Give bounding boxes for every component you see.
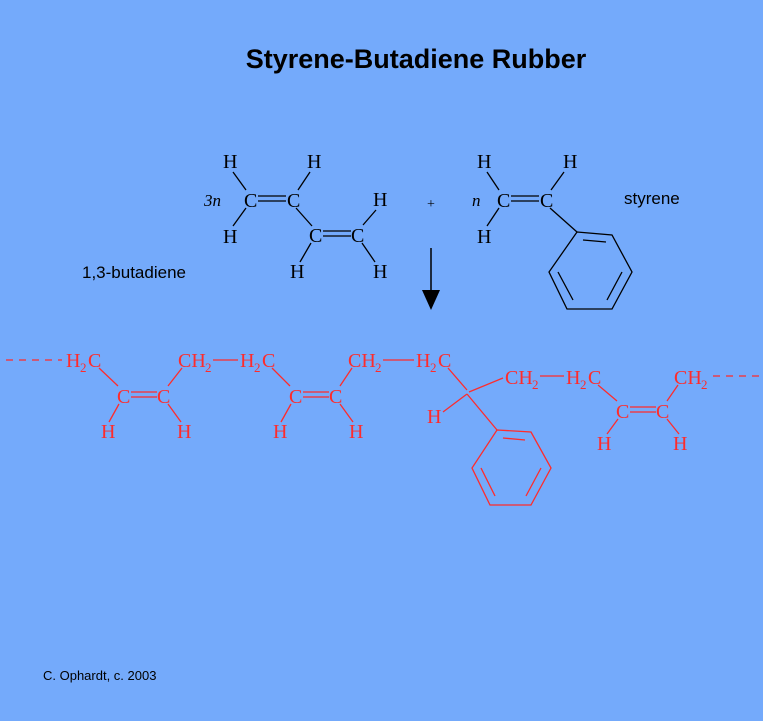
reaction-arrow (422, 248, 440, 310)
diagram-title: Styrene-Butadiene Rubber (246, 44, 587, 74)
atom-c: C (540, 190, 553, 212)
styrene-bonds (486, 171, 578, 233)
atom-h: H (223, 226, 237, 248)
atom-c: C (656, 401, 669, 423)
atom-c: C (438, 350, 451, 372)
butadiene-bonds (232, 171, 377, 263)
atom-h: H (477, 151, 491, 173)
atom-h: H (566, 367, 580, 389)
atom-h: H (223, 151, 237, 173)
atom-c: C (497, 190, 510, 212)
styrene-benzene-ring (548, 231, 633, 310)
subscript: 2 (701, 377, 708, 392)
atom-ch: CH (348, 350, 376, 372)
atom-c: C (289, 386, 302, 408)
atom-ch: CH (505, 367, 533, 389)
atom-h: H (427, 406, 441, 428)
atom-c: C (157, 386, 170, 408)
atom-h: H (349, 421, 363, 443)
atom-c: C (244, 190, 257, 212)
polymer-chain: H 2 C CH 2 H 2 C CH 2 H 2 C CH 2 H 2 C C… (6, 350, 760, 506)
subscript: 2 (375, 360, 382, 375)
atom-c: C (309, 225, 322, 247)
atom-h: H (477, 226, 491, 248)
atom-c: C (588, 367, 601, 389)
styrene-coefficient: n (472, 191, 481, 210)
butadiene-label: 1,3-butadiene (82, 263, 186, 282)
atom-h: H (416, 350, 430, 372)
atom-h: H (290, 261, 304, 283)
atom-c: C (287, 190, 300, 212)
subscript: 2 (532, 377, 539, 392)
atom-ch: CH (674, 367, 702, 389)
atom-h: H (307, 151, 321, 173)
atom-h: H (373, 261, 387, 283)
atom-h: H (66, 350, 80, 372)
subscript: 2 (205, 360, 212, 375)
atom-c: C (351, 225, 364, 247)
polymer-benzene-ring (471, 429, 552, 506)
polymer-atoms: H 2 C CH 2 H 2 C CH 2 H 2 C CH 2 H 2 C C… (66, 350, 708, 455)
styrene-label: styrene (624, 189, 680, 208)
atom-h: H (240, 350, 254, 372)
atom-h: H (597, 433, 611, 455)
butadiene-coefficient: 3n (203, 191, 221, 210)
subscript: 2 (254, 360, 261, 375)
atom-h: H (101, 421, 115, 443)
plus-sign: + (427, 197, 435, 212)
subscript: 2 (430, 360, 437, 375)
atom-c: C (262, 350, 275, 372)
atom-h: H (373, 189, 387, 211)
subscript: 2 (580, 377, 587, 392)
atom-c: C (616, 401, 629, 423)
atom-c: C (117, 386, 130, 408)
credit-text: C. Ophardt, c. 2003 (43, 668, 156, 683)
polymer-bonds (6, 359, 760, 435)
atom-ch: CH (178, 350, 206, 372)
butadiene-structure: 3n H H H H H H C C C C (203, 151, 387, 283)
atom-h: H (273, 421, 287, 443)
styrene-structure: n H H H C C (472, 151, 577, 248)
subscript: 2 (80, 360, 87, 375)
atom-h: H (563, 151, 577, 173)
atom-h: H (177, 421, 191, 443)
atom-c: C (88, 350, 101, 372)
atom-c: C (329, 386, 342, 408)
atom-h: H (673, 433, 687, 455)
